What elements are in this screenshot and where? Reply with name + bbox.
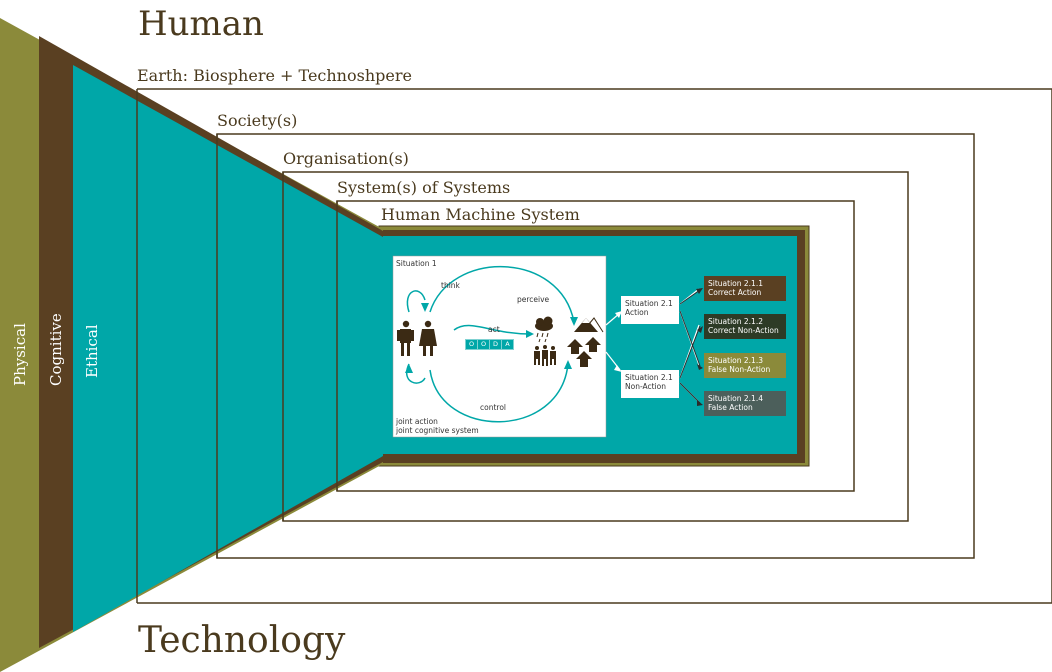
control-label: control (480, 403, 506, 412)
act-label: act (488, 325, 500, 334)
think-label: think (441, 281, 460, 290)
title-human: Human (138, 4, 264, 44)
outcome-correct-action-line1: Situation 2.1.1 (708, 279, 763, 288)
frame-earth (137, 88, 1052, 604)
label-society: Society(s) (217, 111, 298, 130)
situation-2-1-action-box: Situation 2.1 Action (621, 296, 679, 324)
outcome-arrowheads (696, 288, 703, 406)
branch-arrowheads (614, 311, 622, 372)
title-technology: Technology (138, 620, 346, 661)
funnel-frame-lines (136, 89, 338, 603)
situation-2-1-non-action-line2: Non-Action (625, 382, 666, 391)
people-icon (397, 320, 437, 356)
situation-2-1-non-action-line1: Situation 2.1 (625, 373, 673, 382)
situation1-title: Situation 1 (396, 259, 437, 268)
label-earth: Earth: Biosphere + Technoshpere (137, 66, 412, 85)
layer-ethical-label: Ethical (83, 324, 101, 378)
outcome-correct-action-box: Situation 2.1.1 Correct Action (704, 276, 786, 301)
outcome-arrows (679, 289, 701, 404)
situation-2-1-action-line2: Action (625, 308, 649, 317)
cloud-rain-icon (535, 316, 553, 343)
label-human-machine-system: Human Machine System (381, 205, 580, 224)
outcome-correct-action-line2: Correct Action (708, 288, 762, 297)
label-organisation: Organisation(s) (283, 149, 409, 168)
outcome-false-non-action-box: Situation 2.1.3 False Non-Action (704, 353, 786, 378)
growth-arrows-icon (567, 337, 601, 367)
outcome-false-action-box: Situation 2.1.4 False Action (704, 391, 786, 416)
layer-ethical-wedge (73, 65, 383, 632)
outcome-correct-non-action-line1: Situation 2.1.2 (708, 317, 763, 326)
outcome-false-non-action-line1: Situation 2.1.3 (708, 356, 763, 365)
layer-physical-label: Physical (11, 323, 29, 386)
people-group-icon (534, 345, 556, 366)
label-system-of-systems: System(s) of Systems (337, 178, 511, 197)
joint-cognitive-system-label: joint cognitive system (396, 426, 479, 435)
outcome-false-action-line1: Situation 2.1.4 (708, 394, 763, 403)
layer-cognitive-label: Cognitive (47, 313, 65, 386)
outcome-false-non-action-line2: False Non-Action (708, 365, 771, 374)
outcome-false-action-line2: False Action (708, 403, 753, 412)
outcome-correct-non-action-box: Situation 2.1.2 Correct Non-Action (704, 314, 786, 339)
outcome-correct-non-action-line2: Correct Non-Action (708, 326, 779, 335)
situation-2-1-non-action-box: Situation 2.1 Non-Action (621, 370, 679, 398)
loop-arrowheads (405, 303, 578, 373)
mountain-icon (574, 317, 604, 333)
perceive-label: perceive (517, 295, 550, 304)
ooda-act: A (501, 339, 514, 350)
situation-2-1-action-line1: Situation 2.1 (625, 299, 673, 308)
joint-action-label: joint action (396, 417, 438, 426)
